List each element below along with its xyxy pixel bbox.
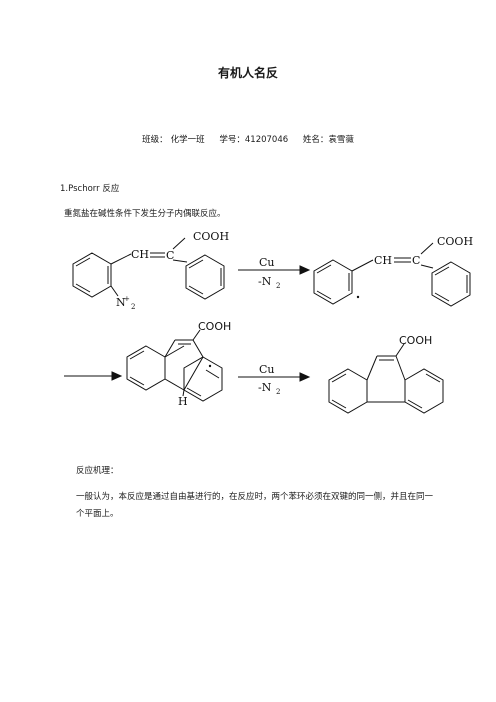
class-label: 班级：	[142, 135, 168, 145]
bond-ring-n	[110, 285, 119, 297]
section-heading: 1.Pschorr 反应	[60, 184, 120, 194]
name-label: 姓名：	[302, 135, 329, 145]
bond-ring2-ch	[351, 259, 374, 272]
student-info: 班级：化学一班 学号：41207046 姓名：袁雪薇	[0, 133, 496, 145]
loss-label-1: -N	[258, 275, 272, 288]
reaction-scheme: COOH CH C N + 2 Cu -N 2 COOH CH C COOH H…	[64, 230, 473, 414]
phenanthrene-left-ring	[328, 368, 368, 414]
class-info: 班级：化学一班	[142, 135, 205, 145]
reagent-label-1: Cu	[259, 256, 275, 269]
bond2-c-cooh	[420, 242, 434, 255]
loss-label-2: -N	[258, 381, 272, 394]
mechanism-heading: 反应机理：	[76, 466, 119, 476]
h-label: H	[178, 395, 188, 408]
id-info: 学号：41207046	[219, 135, 288, 145]
ring-c-intermediate	[183, 356, 223, 402]
mechanism-text: 一般认为，本反应是通过自由基进行的，在反应时，两个苯环必须在双键的同一侧，并且在…	[76, 492, 434, 519]
document-title: 有机人名反	[217, 66, 278, 80]
benzene-ring-diazonium	[72, 252, 112, 298]
benzene-ring-phenyl	[185, 254, 225, 300]
ring-b-intermediate	[164, 339, 204, 391]
loss-sub-2: 2	[276, 388, 280, 396]
cooh-label-1: COOH	[193, 230, 229, 243]
id-label: 学号：	[219, 135, 245, 145]
bond-c-phenyl	[172, 259, 188, 263]
bond-ring-ch	[110, 253, 132, 265]
c-label-1: C	[166, 249, 174, 262]
reagent-label-2: Cu	[259, 363, 275, 376]
benzene-ring-radical	[313, 259, 353, 305]
bond3-c-cooh	[192, 329, 201, 341]
reaction-description: 重氮盐在碱性条件下发生分子内偶联反应。	[64, 209, 226, 219]
diazonium-sub: 2	[131, 303, 135, 311]
name-info: 姓名：袁雪薇	[303, 135, 354, 145]
continuation-arrow-head	[111, 371, 123, 381]
ring-a-intermediate	[126, 345, 166, 391]
arrow-head-1	[299, 265, 311, 275]
class-value: 化学一班	[170, 135, 205, 145]
phenanthrene-right-ring	[367, 368, 444, 414]
ch-label-1: CH	[131, 248, 149, 261]
diazonium-charge: +	[124, 295, 130, 303]
ch-label-2: CH	[374, 254, 392, 267]
c-label-2: C	[412, 254, 420, 267]
bond2-c-phenyl	[420, 264, 434, 269]
bond4-c-cooh	[395, 343, 405, 357]
arrow-head-2	[299, 372, 311, 382]
radical-dot-1	[208, 364, 212, 368]
bond3-c-h	[182, 389, 185, 397]
phenanthrene-middle-ring	[366, 355, 406, 381]
id-value: 41207046	[244, 135, 289, 145]
diazonium-label: N	[116, 296, 126, 309]
bond-c-cooh	[172, 237, 186, 250]
name-value: 袁雪薇	[328, 135, 354, 145]
cooh-label-4: COOH	[399, 334, 432, 347]
loss-sub-1: 2	[276, 282, 280, 290]
cooh-label-2: COOH	[437, 235, 473, 248]
cooh-label-3: COOH	[198, 320, 231, 333]
radical-dot-2	[356, 295, 360, 299]
benzene-ring-phenyl-2	[431, 261, 471, 307]
